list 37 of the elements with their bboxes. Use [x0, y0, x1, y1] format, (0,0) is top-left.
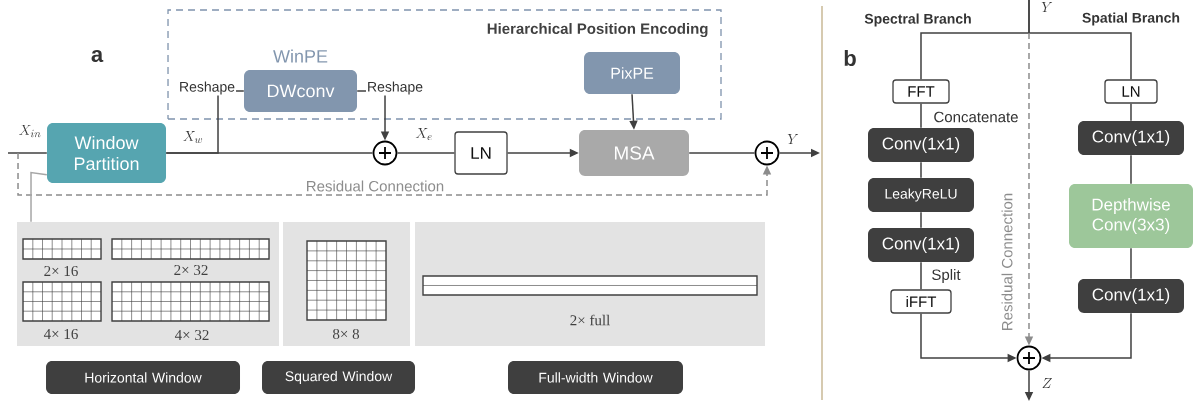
heading-letter: b — [844, 49, 856, 67]
window-type-button: Squared Window — [262, 361, 415, 394]
edge-label: $X_e$ — [414, 127, 434, 141]
edge-label: $Z$ — [1040, 377, 1054, 389]
plus-circle — [372, 140, 398, 166]
partition-box: Window Partition — [47, 123, 166, 183]
conv-box: Conv(1x1) — [1078, 121, 1184, 155]
norm-box: LN — [1104, 79, 1158, 104]
conv-box: Conv(1x1) — [868, 228, 974, 262]
edge-label: Concatenate — [932, 110, 1020, 124]
window-type-button: Horizontal Window — [46, 361, 240, 394]
branch-heading: Spatial Branch — [1082, 12, 1180, 26]
edge-label: $X_{in}$ — [17, 123, 43, 139]
activation-box: LeakyReLU — [868, 178, 974, 212]
pe-box: PixPE — [584, 52, 680, 94]
edge-label: $Y$ — [1040, 1, 1054, 13]
depthwise-conv-box: Depthwise Conv(3x3) — [1069, 184, 1193, 248]
edge-label: Reshape — [366, 80, 425, 96]
edge-label: Residual Connection — [1000, 191, 1014, 333]
edge-label: Split — [930, 268, 962, 284]
branch-heading: Spectral Branch — [864, 13, 971, 27]
edge-label: Residual Connection — [304, 179, 446, 193]
pe-box: WinPE DWconv — [244, 49, 357, 112]
transform-box: FFT — [892, 79, 950, 104]
node-label: WinPE — [273, 49, 328, 63]
norm-box: LN — [454, 131, 508, 175]
plus-circle — [1016, 345, 1042, 371]
conv-box: Conv(1x1) — [1078, 279, 1184, 313]
edge-label: $Y$ — [786, 133, 800, 145]
edge-label: $X_w$ — [181, 130, 205, 144]
conv-box: Conv(1x1) — [868, 128, 974, 162]
heading-letter: a — [91, 49, 104, 63]
window-type-button: Full-width Window — [508, 361, 683, 394]
attention-box: MSA — [579, 130, 689, 176]
transform-box: iFFT — [890, 289, 952, 314]
plus-circle — [754, 140, 780, 166]
edge-label: Reshape — [178, 80, 237, 96]
